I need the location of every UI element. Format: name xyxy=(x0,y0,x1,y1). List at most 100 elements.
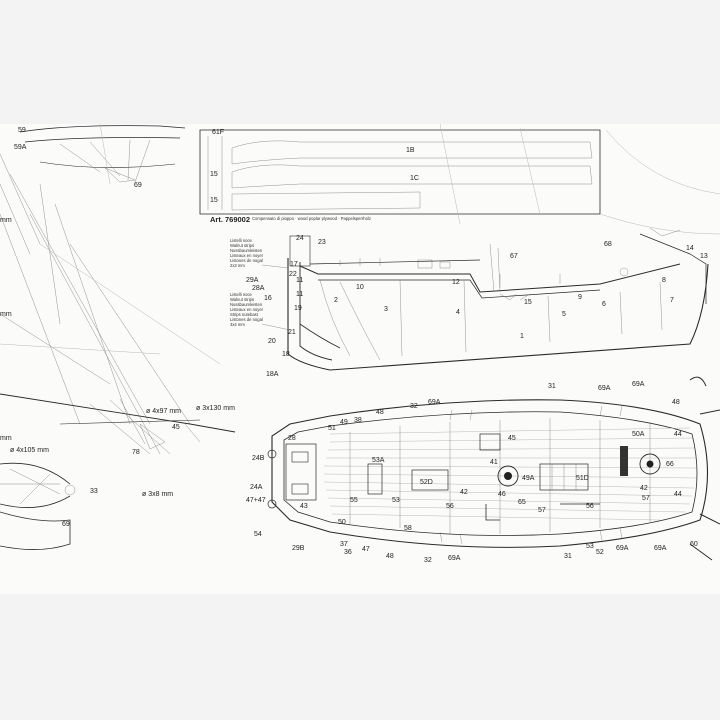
hull-label-17: 17 xyxy=(290,261,298,268)
deck-label-47-47: 47+47 xyxy=(246,497,266,504)
hull-label-2: 2 xyxy=(334,297,338,304)
plywood-note: Compensato di pioppo · wood poplar plywo… xyxy=(252,216,371,221)
deck-label-37: 37 xyxy=(340,541,348,548)
hull-label-20: 20 xyxy=(268,338,276,345)
hull-label-9: 9 xyxy=(578,294,582,301)
deck-label-69a-1: 69A xyxy=(428,399,441,406)
deck-label-58: 58 xyxy=(404,525,412,532)
deck-label-69a-6: 69A xyxy=(654,545,667,552)
deck-label-66: 66 xyxy=(666,461,674,468)
deck-label-41: 41 xyxy=(490,459,498,466)
hull-label-22: 22 xyxy=(289,271,297,278)
hull-label-11-b: 11 xyxy=(296,291,303,298)
note-line: Walnut strips xyxy=(230,243,254,248)
material-notes: Listelli noce Walnut strips Nussbaumleis… xyxy=(230,238,291,331)
part-label-15-b: 15 xyxy=(210,197,218,204)
deck-label-69a-2: 69A xyxy=(598,385,611,392)
article-number: Art. 769002 xyxy=(210,215,250,224)
note-line: Listelli noce xyxy=(230,238,253,243)
mm-label-2: mm xyxy=(0,311,12,318)
plywood-parts-sheet xyxy=(199,124,720,235)
part-label-78: 78 xyxy=(132,449,140,456)
note-line: Listones de nogal xyxy=(230,317,263,322)
hull-label-7: 7 xyxy=(670,297,674,304)
note-line: Strips nutebast xyxy=(230,312,259,317)
hull-label-13: 13 xyxy=(700,253,708,260)
hull-side-section xyxy=(287,227,709,371)
part-label-1c: 1C xyxy=(410,175,419,182)
deck-label-36: 36 xyxy=(344,549,352,556)
top-left-hull-sketch xyxy=(19,124,186,185)
deck-label-52d: 52D xyxy=(420,479,433,486)
part-label-69-rig: 69 xyxy=(62,521,70,528)
hull-label-28a: 28A xyxy=(252,285,265,292)
deck-label-31-bottom: 31 xyxy=(564,553,572,560)
hull-label-3: 3 xyxy=(384,306,388,313)
note-line: Listelli noce xyxy=(230,292,253,297)
deck-label-24b: 24B xyxy=(252,455,265,462)
deck-label-24a: 24A xyxy=(250,484,263,491)
hull-label-4: 4 xyxy=(456,309,460,316)
dowel-size-3: ø 4x105 mm xyxy=(10,447,49,454)
deck-label-47: 47 xyxy=(362,546,370,553)
hull-label-8: 8 xyxy=(662,277,666,284)
deck-label-53a: 53A xyxy=(372,457,385,464)
deck-label-55: 55 xyxy=(350,497,358,504)
note-line: Nussbaumleisten xyxy=(230,248,263,253)
deck-label-56-a: 56 xyxy=(446,503,454,510)
hull-label-16: 16 xyxy=(264,295,272,302)
rigging-drawing xyxy=(0,153,236,508)
deck-plan xyxy=(267,376,720,561)
hull-label-19: 19 xyxy=(294,305,302,312)
hull-label-29a: 29A xyxy=(246,277,259,284)
deck-label-50: 50 xyxy=(338,519,346,526)
instruction-sheet: 59 59A 69 61F 15 15 1B 1C Art. 769002 Co… xyxy=(0,124,720,594)
part-label-45-rig: 45 xyxy=(172,424,180,431)
deck-label-48-top: 48 xyxy=(376,409,384,416)
deck-label-69a-5: 69A xyxy=(616,545,629,552)
deck-label-48-bottom: 48 xyxy=(386,553,394,560)
deck-label-38: 38 xyxy=(354,417,362,424)
hull-label-67: 67 xyxy=(510,253,518,260)
deck-label-46: 46 xyxy=(498,491,506,498)
hull-label-21: 21 xyxy=(288,329,296,336)
hull-label-1: 1 xyxy=(520,333,524,340)
deck-label-53-bottom: 53 xyxy=(586,543,594,550)
note-line: Listeaux en noyer xyxy=(230,307,264,312)
deck-label-57-a: 57 xyxy=(538,507,546,514)
hull-label-10: 10 xyxy=(356,284,364,291)
hull-label-18: 18 xyxy=(282,351,290,358)
ship-plan-drawing: 59 59A 69 61F 15 15 1B 1C Art. 769002 Co… xyxy=(0,124,720,564)
deck-label-42-b: 42 xyxy=(460,489,468,496)
deck-label-51: 51 xyxy=(328,425,336,432)
deck-label-29b: 29B xyxy=(292,545,305,552)
deck-label-65: 65 xyxy=(518,499,526,506)
deck-label-57-b: 57 xyxy=(642,495,650,502)
hull-label-15: 15 xyxy=(524,299,532,306)
note-line: Listeaux en noyer xyxy=(230,253,264,258)
hull-label-24: 24 xyxy=(296,235,304,242)
deck-label-44-b: 44 xyxy=(674,491,682,498)
deck-label-49: 49 xyxy=(340,419,348,426)
hull-label-18a: 18A xyxy=(266,371,279,378)
hull-label-12: 12 xyxy=(452,279,460,286)
deck-label-45: 45 xyxy=(508,435,516,442)
dowel-size-1: ø 4x97 mm xyxy=(146,408,181,415)
note-line: 2x3 mm xyxy=(230,263,245,268)
hull-label-23: 23 xyxy=(318,239,326,246)
note-line: Listones de nogal xyxy=(230,258,263,263)
deck-label-69a-3: 69A xyxy=(632,381,645,388)
deck-label-51d: 51D xyxy=(576,475,589,482)
deck-label-43: 43 xyxy=(300,503,308,510)
part-label-61f: 61F xyxy=(212,129,224,136)
hull-label-6: 6 xyxy=(602,301,606,308)
part-label-69: 69 xyxy=(134,182,142,189)
deck-label-53: 53 xyxy=(392,497,400,504)
note-line: Nussbaumleisten xyxy=(230,302,263,307)
deck-label-32-bottom: 32 xyxy=(424,557,432,564)
part-label-33: 33 xyxy=(90,488,98,495)
hull-label-11-a: 11 xyxy=(296,277,303,284)
deck-label-54: 54 xyxy=(254,531,262,538)
note-line: 3x4 mm xyxy=(230,322,245,327)
hull-label-68: 68 xyxy=(604,241,612,248)
